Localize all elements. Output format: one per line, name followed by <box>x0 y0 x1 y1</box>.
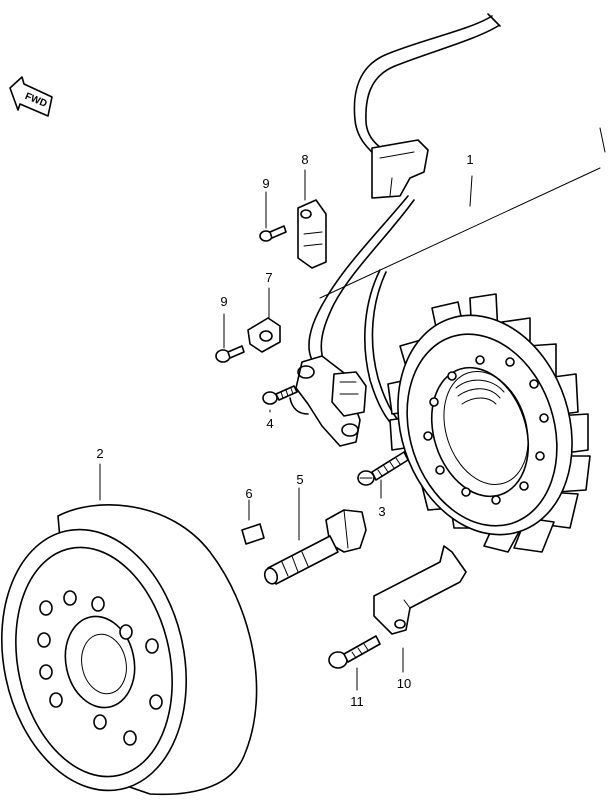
callout-8: 8 <box>301 152 308 167</box>
clamp-part-7 <box>247 317 281 353</box>
callout-labels: 1 2 3 4 5 6 7 8 9 9 10 11 <box>96 152 473 709</box>
bracket-part-10 <box>373 545 467 635</box>
leader-line-1 <box>319 127 606 299</box>
callout-2: 2 <box>96 446 103 461</box>
callout-9-lower: 9 <box>220 294 227 309</box>
screw-part-4 <box>262 385 298 405</box>
flywheel-rotor <box>0 504 258 796</box>
plate-part-8 <box>297 199 327 269</box>
callout-4: 4 <box>266 416 273 431</box>
callout-3: 3 <box>378 504 385 519</box>
callout-1: 1 <box>466 152 473 167</box>
callout-7: 7 <box>265 270 272 285</box>
bolt-part-5 <box>263 509 367 585</box>
leader-lines <box>99 169 404 691</box>
screw-part-9-lower <box>215 345 245 363</box>
pickup-coil <box>289 355 367 447</box>
rotor-bolt-holes <box>37 590 163 746</box>
stator-coil <box>387 293 591 553</box>
screw-part-3 <box>357 451 409 486</box>
bolt-part-11 <box>328 635 381 669</box>
stator-bolt-holes <box>423 355 549 505</box>
fwd-arrow-icon: FWD <box>9 76 53 117</box>
callout-6: 6 <box>245 486 252 501</box>
callout-9-upper: 9 <box>262 176 269 191</box>
screw-part-9-upper <box>259 225 287 242</box>
callout-5: 5 <box>296 472 303 487</box>
callout-11: 11 <box>350 694 364 709</box>
callout-10: 10 <box>397 676 411 691</box>
key-part-6 <box>241 523 265 545</box>
